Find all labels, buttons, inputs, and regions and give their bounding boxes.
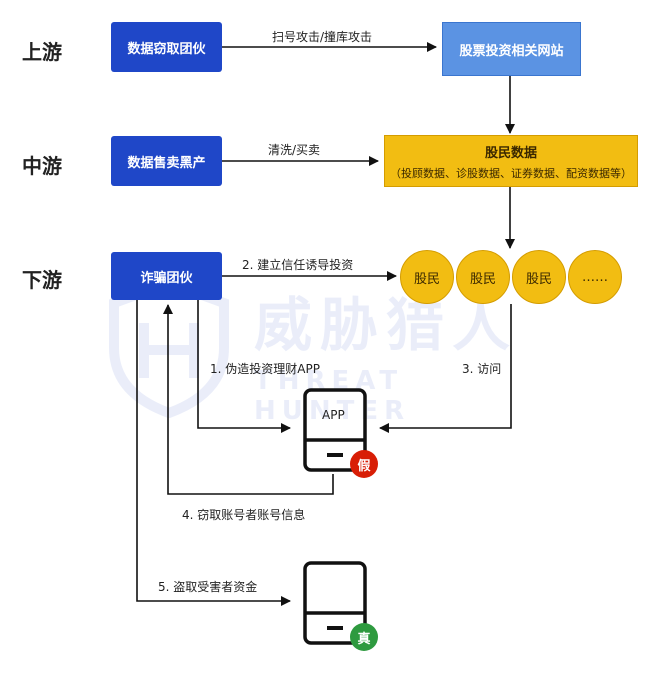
investor-circle: 股民 [512,250,566,304]
investor-circle: 股民 [456,250,510,304]
label-build-trust: 2. 建立信任诱导投资 [242,258,354,272]
watermark: 威胁猎人 THREAT HUNTER [104,278,560,426]
node-data-theft-gang: 数据窃取团伙 [111,22,222,72]
edge-fake-app [197,300,291,433]
label-scan-attack: 扫号攻击/撞库攻击 [272,30,373,44]
shield-logo-icon [109,278,229,418]
stage-downstream: 下游 [22,268,62,292]
edge-visit [379,304,512,433]
real-badge: 真 [350,623,378,651]
stage-upstream: 上游 [22,40,62,64]
stage-midstream: 中游 [22,154,62,178]
edge-steal-funds [136,300,291,606]
fake-app-label: APP [322,408,345,422]
node-data-black-market: 数据售卖黑产 [111,136,222,186]
fake-badge: 假 [350,450,378,478]
label-steal-funds: 5. 盗取受害者资金 [158,580,258,594]
investor-data-detail: （投顾数据、诊股数据、证券数据、配资数据等） [390,166,632,180]
investor-circle-more: …… [568,250,622,304]
investor-data-title: 股民数据 [484,145,537,161]
watermark-cn: 威胁猎人 [254,291,519,359]
label-visit: 3. 访问 [462,362,502,376]
label-fake-app: 1. 伪造投资理财APP [210,362,320,376]
fake-phone-button-icon [327,453,343,457]
fake-phone-icon [303,388,367,472]
label-wash-trade: 清洗/买卖 [268,143,321,157]
node-stock-sites: 股票投资相关网站 [442,22,581,76]
investor-circle: 股民 [400,250,454,304]
real-phone-icon [303,561,367,645]
node-fraud-gang: 诈骗团伙 [111,252,222,300]
label-steal-account: 4. 窃取账号者账号信息 [182,508,306,522]
edge-steal-account [163,304,334,495]
node-investor-data: 股民数据 （投顾数据、诊股数据、证券数据、配资数据等） [384,135,638,187]
real-phone-button-icon [327,626,343,630]
